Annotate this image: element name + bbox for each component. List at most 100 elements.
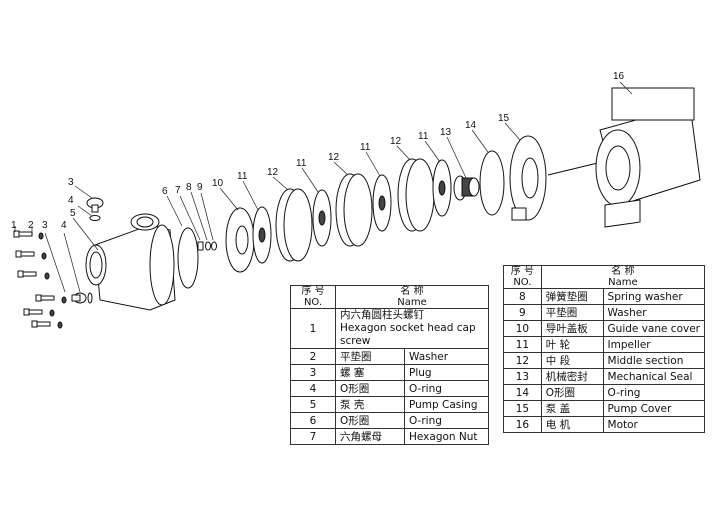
header-name: 名 称 Name xyxy=(540,265,706,289)
part-name-en: Mechanical Seal xyxy=(602,368,706,385)
header-name: 名 称 Name xyxy=(335,285,489,309)
part-name-en: O-ring xyxy=(404,380,489,397)
part-name-cn: 中 段 xyxy=(540,352,604,369)
callout-4: 4 xyxy=(61,220,67,231)
part-name-cn: O形圈 xyxy=(335,380,405,397)
part-name-cn: 叶 轮 xyxy=(540,336,604,353)
part-6-oring xyxy=(177,227,199,289)
part-3-plugs xyxy=(71,197,104,304)
table-row: 1 内六角圆柱头螺钉 Hexagon socket head cap screw xyxy=(290,308,489,349)
part-name-cn: 电 机 xyxy=(540,416,604,433)
part-2-washers xyxy=(38,232,67,329)
part-name: 内六角圆柱头螺钉 Hexagon socket head cap screw xyxy=(335,308,489,349)
callout-11: 11 xyxy=(296,158,307,169)
part-name-cn: 泵 盖 xyxy=(540,400,604,417)
callout-10: 10 xyxy=(212,178,224,189)
part-no: 11 xyxy=(503,336,542,353)
callout-3: 3 xyxy=(42,220,48,231)
callout-7: 7 xyxy=(175,185,181,196)
callout-9: 9 xyxy=(197,182,203,193)
callout-11: 11 xyxy=(418,131,429,142)
part-name-cn: 机械密封 xyxy=(540,368,604,385)
part-no: 12 xyxy=(503,352,542,369)
part-no: 10 xyxy=(503,320,542,337)
part-name-en: Middle section xyxy=(602,352,706,369)
part-no: 7 xyxy=(290,428,336,445)
part-no: 13 xyxy=(503,368,542,385)
part-no: 9 xyxy=(503,304,542,321)
part-name-en: Plug xyxy=(404,364,489,381)
table-header-row: 序 号 NO. 名 称 Name xyxy=(503,265,706,289)
part-name-cn: 六角螺母 xyxy=(335,428,405,445)
part-no: 8 xyxy=(503,288,542,305)
part-14-oring xyxy=(479,150,505,216)
part-no: 1 xyxy=(290,308,336,349)
part-name-en: Hexagon Nut xyxy=(404,428,489,445)
callout-12: 12 xyxy=(267,167,279,178)
part-10-guide-vane-cover xyxy=(225,207,255,273)
callout-2: 2 xyxy=(28,220,34,231)
part-name-cn: 弹簧垫圈 xyxy=(540,288,604,305)
part-5-pump-casing xyxy=(85,213,176,311)
part-4-orings xyxy=(87,215,101,304)
part-16-motor xyxy=(547,87,701,228)
callout-3: 3 xyxy=(68,177,74,188)
part-name-cn: 螺 塞 xyxy=(335,364,405,381)
part-no: 15 xyxy=(503,400,542,417)
part-no: 5 xyxy=(290,396,336,413)
callout-15: 15 xyxy=(498,113,510,124)
part-name-cn: 平垫圈 xyxy=(335,348,405,365)
table-header-row: 序 号 NO. 名 称 Name xyxy=(290,285,489,309)
callout-4: 4 xyxy=(68,195,74,206)
callout-12: 12 xyxy=(390,136,402,147)
part-no: 4 xyxy=(290,380,336,397)
part-name-en: Guide vane cover xyxy=(602,320,706,337)
part-no: 3 xyxy=(290,364,336,381)
part-1-screws xyxy=(13,230,55,328)
leader-lines xyxy=(14,81,633,293)
callout-16: 16 xyxy=(613,71,625,82)
callout-1: 1 xyxy=(11,220,17,231)
part-7-9-fasteners xyxy=(197,241,217,251)
part-name-cn: 导叶盖板 xyxy=(540,320,604,337)
callout-6: 6 xyxy=(162,186,168,197)
part-name-en: Washer xyxy=(404,348,489,365)
part-name-cn: O形圈 xyxy=(335,412,405,429)
part-name-en: O-ring xyxy=(602,384,706,401)
part-name-en: Pump Cover xyxy=(602,400,706,417)
part-name-en: Spring washer xyxy=(602,288,706,305)
part-no: 14 xyxy=(503,384,542,401)
part-no: 6 xyxy=(290,412,336,429)
part-13-mechanical-seal xyxy=(453,175,480,201)
parts-table-left: 序 号 NO. 名 称 Name 1 内六角圆柱头螺钉 Hexagon sock… xyxy=(290,285,489,445)
part-name-cn: 平垫圈 xyxy=(540,304,604,321)
part-name-cn: 泵 壳 xyxy=(335,396,405,413)
callout-11: 11 xyxy=(360,142,371,153)
part-name-en: Impeller xyxy=(602,336,706,353)
callout-8: 8 xyxy=(186,182,192,193)
header-no: 序 号 NO. xyxy=(503,265,542,289)
part-15-pump-cover xyxy=(509,135,547,221)
part-no: 16 xyxy=(503,416,542,433)
impellers-and-middle-sections xyxy=(252,158,452,264)
callout-labels: 1 2 3 3 4 4 5 6 7 8 9 10 11 12 11 12 11 … xyxy=(11,71,625,231)
header-no: 序 号 NO. xyxy=(290,285,336,309)
part-name-en: Washer xyxy=(602,304,706,321)
part-name-en: O-ring xyxy=(404,412,489,429)
callout-14: 14 xyxy=(465,120,477,131)
